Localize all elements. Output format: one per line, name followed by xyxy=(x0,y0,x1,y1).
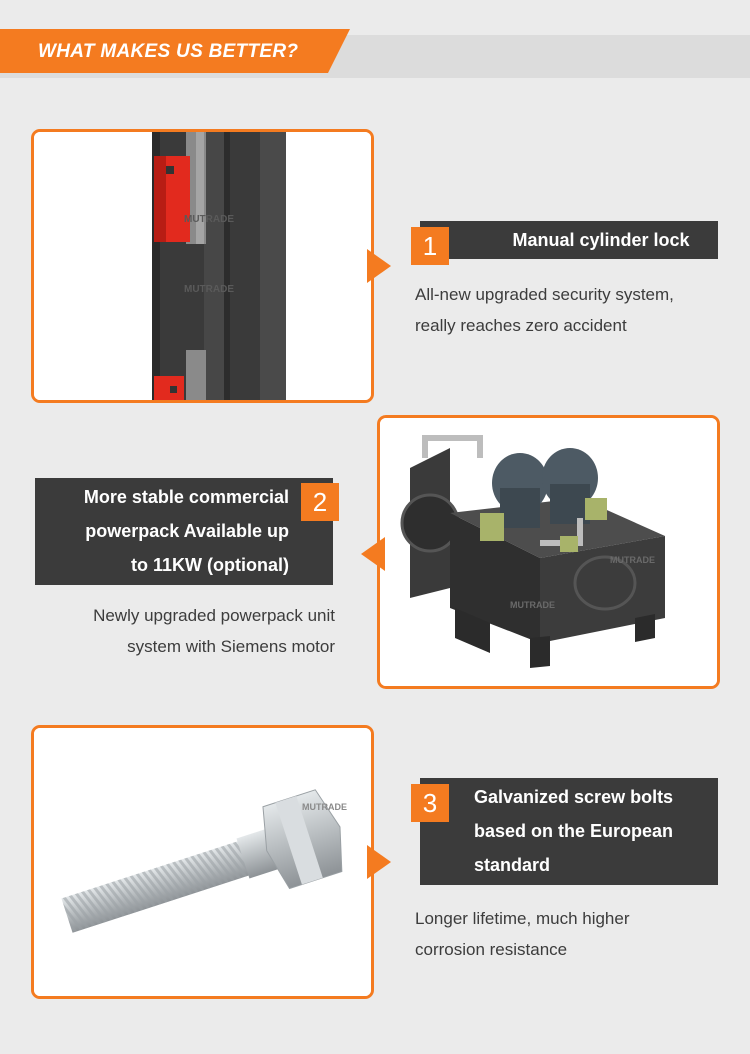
watermark: MUTRADE xyxy=(610,555,655,565)
feature-3-number: 3 xyxy=(411,784,449,822)
feature-1-image: MUTRADE MUTRADE xyxy=(31,129,374,403)
description-line: Newly upgraded powerpack unit xyxy=(93,606,335,625)
watermark: MUTRADE xyxy=(184,284,234,295)
pointer-arrow xyxy=(361,537,385,571)
feature-1-description: All-new upgraded security system, really… xyxy=(415,279,674,341)
description-line: system with Siemens motor xyxy=(127,637,335,656)
feature-2-number: 2 xyxy=(301,483,339,521)
description-line: Longer lifetime, much higher xyxy=(415,909,630,928)
feature-3-title: Galvanized screw bolts based on the Euro… xyxy=(474,780,673,882)
watermark: MUTRADE xyxy=(510,600,555,610)
title-line: powerpack Available up xyxy=(85,521,289,541)
powerpack-illustration: MUTRADE MUTRADE xyxy=(380,418,717,686)
feature-3-title-box: Galvanized screw bolts based on the Euro… xyxy=(420,778,718,885)
feature-2-description: Newly upgraded powerpack unit system wit… xyxy=(93,600,335,662)
feature-3-image: MUTRADE xyxy=(31,725,374,999)
feature-2-title: More stable commercial powerpack Availab… xyxy=(84,478,289,582)
page-title: WHAT MAKES US BETTER? xyxy=(38,41,299,62)
description-line: really reaches zero accident xyxy=(415,316,627,335)
feature-1-title-box: Manual cylinder lock xyxy=(420,221,718,259)
pointer-arrow xyxy=(367,249,391,283)
feature-2-image: MUTRADE MUTRADE xyxy=(377,415,720,689)
pointer-arrow xyxy=(367,845,391,879)
title-line: Galvanized screw bolts xyxy=(474,787,674,807)
feature-1-number: 1 xyxy=(411,227,449,265)
title-line: More stable commercial xyxy=(83,487,289,507)
feature-1-title: Manual cylinder lock xyxy=(512,229,690,250)
title-line: standard xyxy=(474,855,551,875)
header-tab xyxy=(0,29,350,73)
feature-2-title-box: More stable commercial powerpack Availab… xyxy=(35,478,333,585)
cylinder-lock-illustration: MUTRADE MUTRADE xyxy=(34,132,371,400)
description-line: corrosion resistance xyxy=(415,940,568,959)
description-line: All-new upgraded security system, xyxy=(415,285,674,304)
title-line: based on the European xyxy=(474,821,674,841)
screw-bolt-illustration: MUTRADE xyxy=(34,728,371,996)
watermark: MUTRADE xyxy=(184,214,234,225)
watermark: MUTRADE xyxy=(302,802,347,812)
feature-3-description: Longer lifetime, much higher corrosion r… xyxy=(415,903,630,965)
title-line: to 11KW (optional) xyxy=(131,555,289,575)
